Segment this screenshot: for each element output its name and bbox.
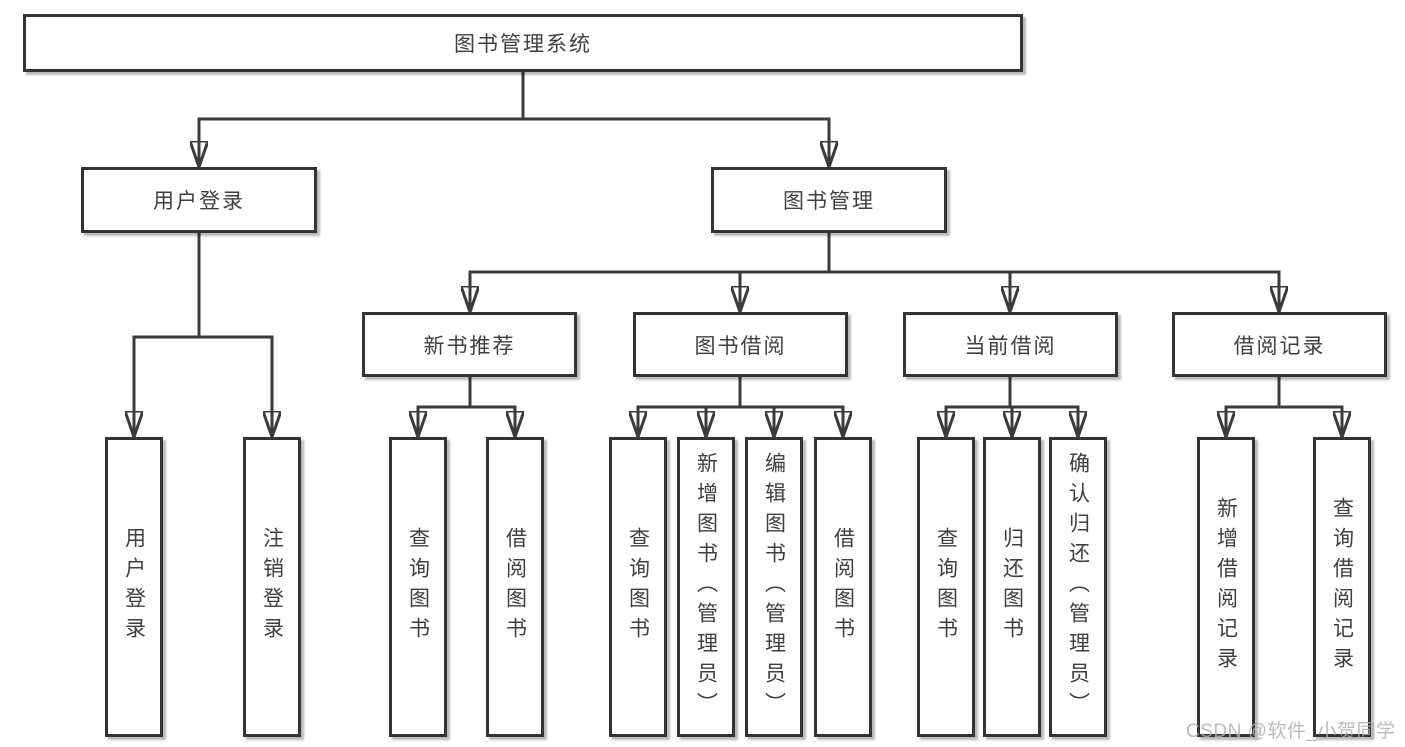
leaf-records-add-record: 新增借阅记录 (1197, 437, 1255, 737)
node-user-login: 用户登录 (81, 167, 317, 233)
node-new-book-recommend: 新书推荐 (362, 312, 577, 377)
leaf-user-login: 用户登录 (105, 437, 163, 737)
leaf-recommend-borrow-books: 借阅图书 (486, 437, 544, 737)
leaf-label: 新增借阅记录 (1214, 497, 1238, 677)
leaf-records-query-record: 查询借阅记录 (1313, 437, 1371, 737)
leaf-label: 查询图书 (626, 527, 650, 647)
leaf-label: 确认归还（管理员） (1066, 452, 1090, 722)
leaf-label: 编辑图书（管理员） (762, 452, 786, 722)
node-current-borrow: 当前借阅 (903, 312, 1118, 377)
leaf-label: 借阅图书 (831, 527, 855, 647)
leaf-recommend-query-books: 查询图书 (389, 437, 447, 737)
leaf-current-confirm-return-admin: 确认归还（管理员） (1049, 437, 1107, 737)
leaf-label: 用户登录 (122, 527, 146, 647)
leaf-label: 查询图书 (934, 527, 958, 647)
leaf-label: 查询借阅记录 (1330, 497, 1354, 677)
leaf-label: 注销登录 (260, 527, 284, 647)
leaf-label: 归还图书 (1000, 527, 1024, 647)
leaf-borrow-query-books: 查询图书 (609, 437, 667, 737)
leaf-label: 借阅图书 (503, 527, 527, 647)
leaf-borrow-add-books-admin: 新增图书（管理员） (677, 437, 735, 737)
leaf-current-query-books: 查询图书 (917, 437, 975, 737)
node-book-management-system: 图书管理系统 (23, 14, 1023, 72)
node-book-borrow: 图书借阅 (633, 312, 848, 377)
leaf-logout: 注销登录 (243, 437, 301, 737)
node-borrow-records: 借阅记录 (1172, 312, 1387, 377)
leaf-current-return-books: 归还图书 (983, 437, 1041, 737)
leaf-label: 查询图书 (406, 527, 430, 647)
leaf-borrow-borrow-books: 借阅图书 (814, 437, 872, 737)
leaf-borrow-edit-books-admin: 编辑图书（管理员） (745, 437, 803, 737)
leaf-label: 新增图书（管理员） (694, 452, 718, 722)
node-book-management: 图书管理 (711, 167, 947, 233)
watermark: CSDN @软件_小贺同学 (1186, 721, 1396, 742)
